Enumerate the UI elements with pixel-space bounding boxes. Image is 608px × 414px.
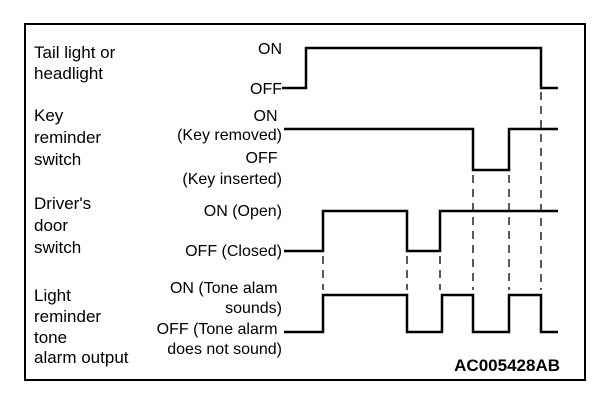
tone-alarm-on-label: ON (Tone alam sounds) [170,280,282,317]
key-switch-waveform [284,127,558,172]
tail-light-waveform [282,46,558,90]
tail-light-on-label: ON [258,41,282,58]
diagram-frame [24,23,586,381]
door-switch-waveform [284,209,558,253]
door-switch-off-label: OFF (Closed) [185,243,282,260]
key-switch-off-label: OFF (Key inserted) [182,150,282,188]
tail-light-label: Tail light or headlight [34,43,120,83]
key-switch-on-label: ON (Key removed) [177,108,282,144]
tone-alarm-label: Light reminder tone alarm output [34,286,129,367]
door-switch-label: Driver's door switch [34,194,96,257]
key-switch-label: Key reminder switch [34,106,106,169]
tail-light-off-label: OFF [250,81,282,98]
door-switch-on-label: ON (Open) [204,203,282,220]
tone-alarm-off-label: OFF (Tone alarm does not sound) [157,321,282,358]
tone-alarm-waveform [284,293,558,334]
figure-code: AC005428AB [454,356,560,375]
